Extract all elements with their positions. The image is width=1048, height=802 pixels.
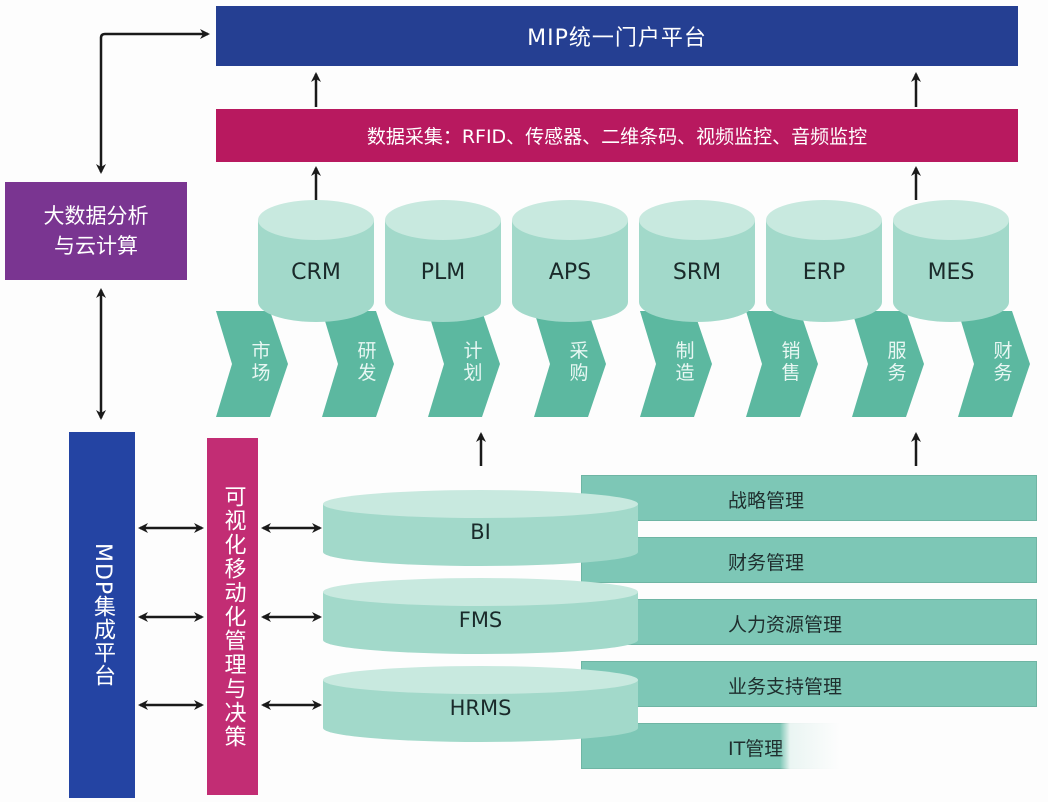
cylinder-top	[893, 200, 1009, 240]
management-label: 人力资源管理	[728, 614, 843, 636]
cylinder-top	[385, 200, 501, 240]
value-chain-char: 购	[569, 362, 589, 384]
support-disk-hrms	[323, 666, 638, 743]
visualization-box: 可视化移动化管理与决策	[207, 438, 258, 795]
system-cylinder-srm	[639, 200, 755, 322]
value-chain-chevron	[852, 311, 924, 417]
visualization-label: 可视化移动化管理与决策	[220, 484, 246, 749]
disk-top	[323, 666, 638, 694]
value-chain-char: 财	[993, 340, 1013, 362]
value-chain-char: 采	[569, 340, 589, 362]
value-chain-char: 计	[463, 340, 483, 362]
value-chain-char: 务	[993, 362, 1013, 384]
value-chain-char: 研	[357, 340, 377, 362]
management-bar-strategy: 战略管理	[581, 475, 1037, 521]
big-data-label-line2: 与云计算	[54, 234, 138, 258]
portal-platform-box: MIP统一门户平台	[216, 6, 1018, 66]
management-label: 业务支持管理	[728, 676, 843, 698]
management-label: 战略管理	[728, 490, 805, 512]
value-chain-chevron	[428, 311, 500, 417]
value-chain-char: 服	[887, 340, 907, 362]
disk-body	[323, 504, 638, 566]
mdp-platform-box: MDP集成平台	[69, 432, 135, 798]
system-cylinder-crm	[258, 200, 374, 322]
support-system-label: HRMS	[449, 696, 512, 720]
value-chain-label: 市场	[249, 340, 273, 384]
system-label: MES	[927, 260, 975, 285]
portal-label: MIP统一门户平台	[527, 26, 707, 51]
value-chain-label: 采购	[567, 340, 591, 384]
system-label: APS	[548, 260, 592, 285]
value-chain-char: 售	[781, 362, 801, 384]
value-chain-char: 造	[675, 362, 695, 384]
system-cylinder-erp	[766, 200, 882, 322]
management-label: IT管理	[728, 738, 784, 760]
management-bar-finance: 财务管理	[581, 537, 1037, 583]
data-collection-box: 数据采集：RFID、传感器、二维条码、视频监控、音频监控	[216, 109, 1018, 162]
system-cylinder-plm	[385, 200, 501, 322]
value-chain-label: 制造	[673, 340, 697, 384]
value-chain-chevron	[322, 311, 394, 417]
management-bar-business-support: 业务支持管理	[581, 661, 1037, 707]
value-chain-label: 销售	[779, 340, 803, 384]
cylinder-top	[766, 200, 882, 240]
system-label: ERP	[802, 260, 846, 285]
disk-body	[323, 592, 638, 654]
big-data-box: 大数据分析 与云计算	[5, 182, 187, 280]
cylinder-top	[512, 200, 628, 240]
watermark-fade	[780, 721, 1048, 771]
value-chain-char: 务	[887, 362, 907, 384]
disk-top	[323, 578, 638, 606]
cylinder-top	[258, 200, 374, 240]
value-chain-label: 服务	[885, 340, 909, 384]
value-chain-char: 市	[251, 340, 271, 362]
mdp-label: MDP集成平台	[90, 542, 115, 688]
cylinder-body	[385, 220, 501, 322]
value-chain-chevron	[534, 311, 606, 417]
value-chain-chevron	[746, 311, 818, 417]
big-data-label-line1: 大数据分析	[43, 204, 149, 228]
disk-body	[323, 680, 638, 743]
value-chain-label: 财务	[991, 340, 1015, 384]
system-label: SRM	[672, 260, 722, 285]
system-cylinder-mes	[893, 200, 1009, 322]
value-chain-char: 发	[357, 362, 377, 384]
value-chain-chevron	[216, 311, 288, 417]
management-bar-hr: 人力资源管理	[581, 599, 1037, 645]
value-chain-char: 销	[781, 340, 801, 362]
value-chain-label: 研发	[355, 340, 379, 384]
value-chain-char: 场	[251, 362, 271, 384]
system-cylinder-aps	[512, 200, 628, 322]
cylinder-body	[258, 220, 374, 322]
arrow-bigdata-portal	[96, 29, 210, 174]
value-chain-label: 计划	[461, 340, 485, 384]
cylinder-body	[766, 220, 882, 322]
value-chain-char: 制	[675, 340, 695, 362]
cylinder-body	[512, 220, 628, 322]
management-label: 财务管理	[728, 552, 805, 574]
support-disk-fms	[323, 578, 638, 654]
data-collection-label: 数据采集：RFID、传感器、二维条码、视频监控、音频监控	[366, 126, 868, 148]
value-chain-chevron	[640, 311, 712, 417]
support-system-label: FMS	[458, 608, 503, 632]
value-chain-chevron	[958, 311, 1030, 417]
value-chain-char: 划	[463, 362, 483, 384]
cylinder-body	[893, 220, 1009, 322]
cylinder-body	[639, 220, 755, 322]
cylinder-top	[639, 200, 755, 240]
support-disk-bi	[323, 490, 638, 566]
support-system-label: BI	[470, 520, 491, 544]
system-label: CRM	[291, 260, 341, 285]
system-label: PLM	[420, 260, 466, 285]
disk-top	[323, 490, 638, 518]
